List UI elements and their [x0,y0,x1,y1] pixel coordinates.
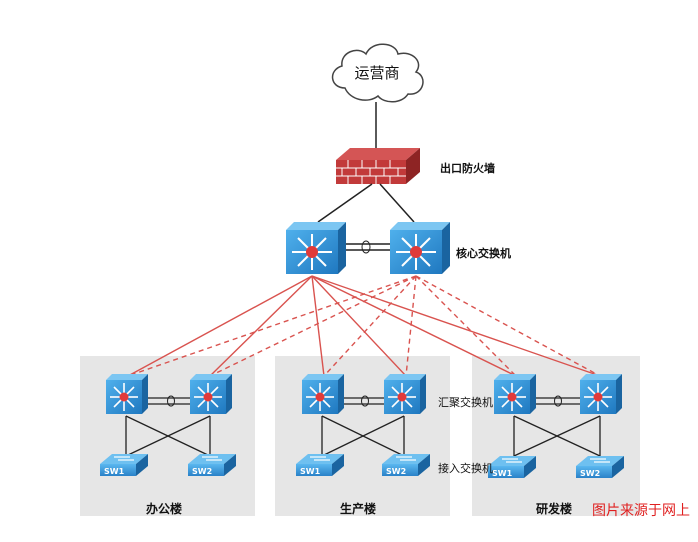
building-rnd-label: 研发楼 [536,502,573,516]
production-agg-switch-1-icon [301,373,345,415]
rnd-agg-switch-2-icon [579,373,623,415]
production-agg-switch-2-icon [383,373,427,415]
core-right-uplinks [127,275,601,377]
firewall-icon [336,148,420,184]
core-switch-1-icon [285,221,347,275]
isp-label: 运营商 [354,64,400,82]
production-sw2-label: SW2 [386,467,406,476]
core-stack-link [340,240,392,254]
watermark-text: 图片来源于网上 [592,503,690,519]
building-office-switches [99,373,237,477]
rnd-sw1-label: SW1 [492,469,513,478]
building-rnd-switches [487,373,625,479]
building-production-switches [295,373,431,477]
building-production-label: 生产楼 [340,502,377,516]
aggregation-switch-label: 汇聚交换机 [438,396,493,409]
office-agg-switch-1-icon [105,373,149,415]
office-agg-switch-2-icon [189,373,233,415]
isp-cloud-icon [331,43,424,103]
core-switch-2-icon [389,221,451,275]
rnd-agg-switch-1-icon [493,373,537,415]
core-switch-label: 核心交换机 [456,247,511,260]
office-sw2-label: SW2 [192,467,212,476]
firewall-label: 出口防火墙 [440,162,495,175]
rnd-sw2-label: SW2 [580,469,600,478]
production-sw1-label: SW1 [300,467,321,476]
access-switch-label: 接入交换机 [438,462,493,475]
office-sw1-label: SW1 [104,467,125,476]
core-left-uplinks [127,275,601,377]
building-office-label: 办公楼 [146,502,183,516]
